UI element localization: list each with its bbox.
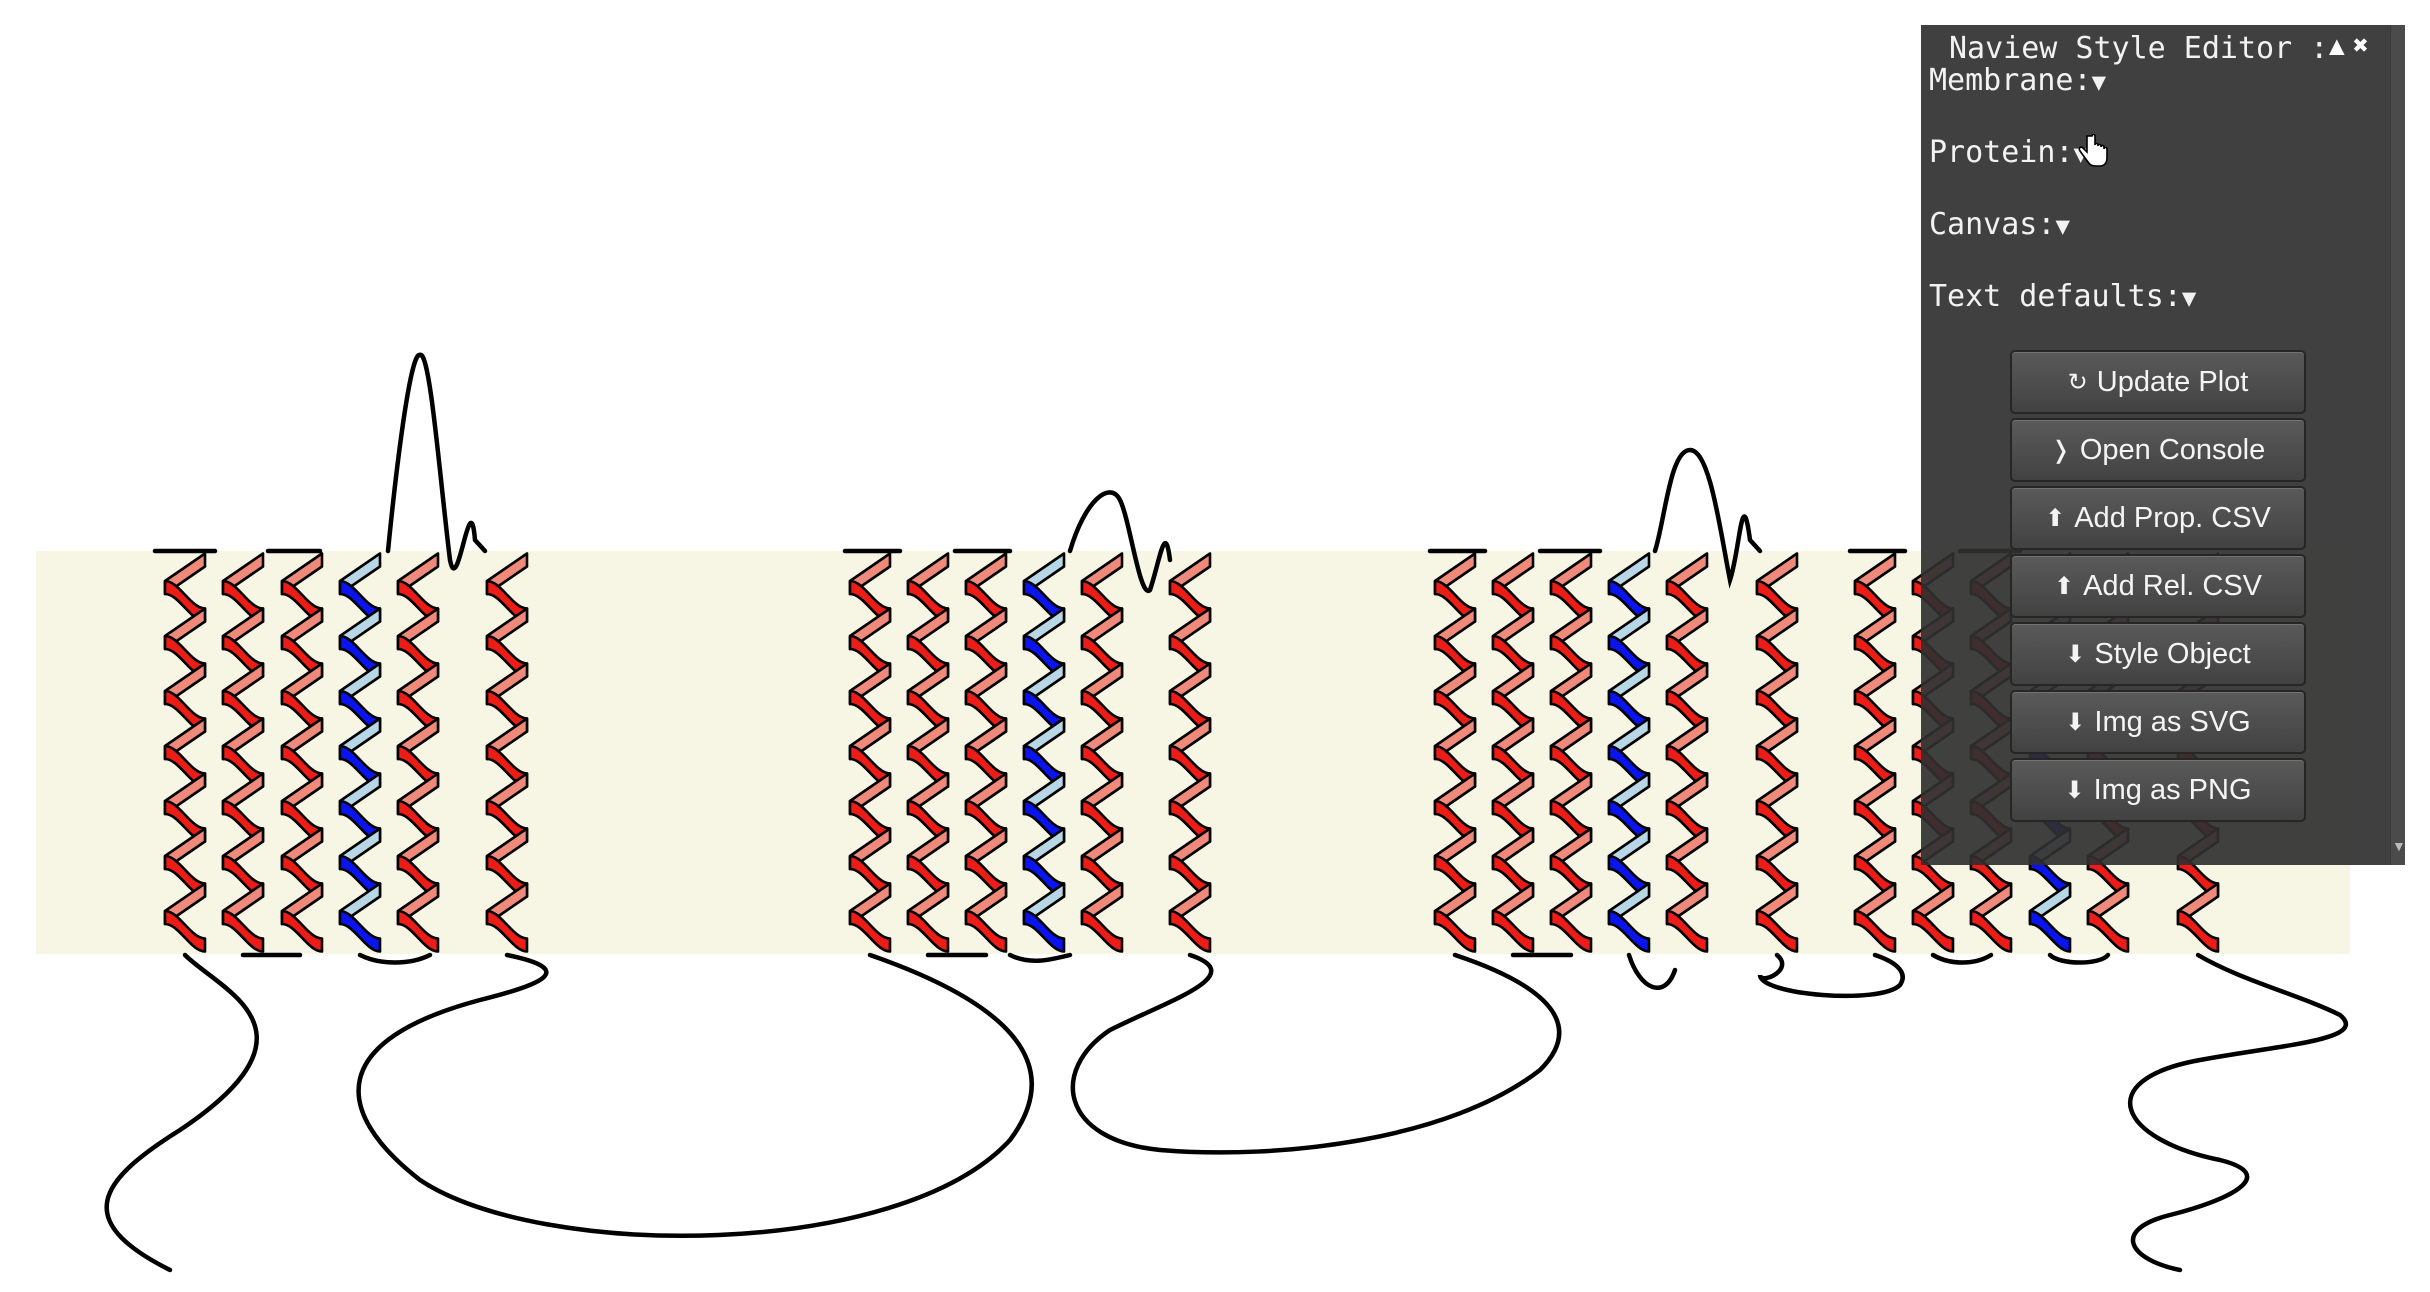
helix-segment-front: [1853, 909, 1897, 953]
loop-path: [1626, 952, 1678, 990]
style-object-button[interactable]: ⬇ Style Object: [2010, 622, 2306, 686]
close-icon[interactable]: ✖: [2353, 31, 2369, 61]
loop-path: [357, 952, 433, 965]
helix-segment-front: [2028, 909, 2072, 953]
helix-segment-front: [280, 909, 324, 953]
helix: [1433, 552, 1477, 953]
loop-path: [1067, 490, 1173, 593]
helices: [163, 552, 2220, 953]
helix-segment-front: [1665, 909, 1709, 953]
helix-segment-front: [221, 909, 265, 953]
helix: [338, 552, 382, 953]
panel-header[interactable]: Naview Style Editor : ▲ ✖: [1921, 25, 2379, 66]
section-canvas[interactable]: Canvas:▼: [1929, 207, 2070, 242]
chevron-down-icon: ▼: [2055, 212, 2070, 240]
helix: [1168, 552, 1212, 953]
helix-segment-front: [2086, 909, 2130, 953]
update-plot-button[interactable]: ↻ Update Plot: [2010, 350, 2306, 414]
loops: [104, 352, 2349, 1273]
loop-path: [356, 952, 1034, 1238]
helix: [163, 552, 207, 953]
button-label: Update Plot: [2096, 365, 2249, 398]
helix-segment-front: [1969, 909, 2013, 953]
helix: [1022, 552, 1066, 953]
download-icon: ⬇: [2065, 708, 2086, 736]
section-text-defaults[interactable]: Text defaults:▼: [1929, 279, 2196, 314]
button-label: Add Prop. CSV: [2074, 501, 2271, 534]
helix-segment-front: [1022, 909, 1066, 953]
loop-path: [2047, 952, 2111, 965]
section-protein[interactable]: Protein:▼: [1929, 135, 2088, 170]
loop-path: [1652, 447, 1763, 589]
section-label: Canvas:: [1929, 207, 2056, 242]
helix-segment-front: [848, 909, 892, 953]
panel-title: Naview Style Editor :: [1949, 31, 2329, 66]
helix: [1853, 552, 1897, 953]
panel-scrollbar[interactable]: [2390, 25, 2405, 865]
add-rel-csv-button[interactable]: ⬆ Add Rel. CSV: [2010, 554, 2306, 618]
helix-segment-front: [1433, 909, 1477, 953]
helix: [848, 552, 892, 953]
helix-segment-front: [396, 909, 440, 953]
chevron-down-icon: ▼: [2073, 140, 2088, 168]
upload-icon: ⬆: [2045, 504, 2066, 532]
refresh-icon: ↻: [2067, 368, 2088, 396]
helix-segment-front: [1080, 909, 1124, 953]
img-as-svg-button[interactable]: ⬇ Img as SVG: [2010, 690, 2306, 754]
open-console-button[interactable]: ❭ Open Console: [2010, 418, 2306, 482]
section-label: Membrane:: [1929, 63, 2092, 98]
button-label: Style Object: [2094, 637, 2251, 670]
upload-icon: ⬆: [2053, 572, 2075, 600]
button-label: Img as PNG: [2093, 773, 2252, 806]
download-icon: ⬇: [2065, 640, 2086, 668]
button-label: Add Rel. CSV: [2083, 569, 2263, 602]
loop-path: [385, 352, 488, 571]
helix: [1549, 552, 1593, 953]
add-prop-csv-button[interactable]: ⬆ Add Prop. CSV: [2010, 486, 2306, 550]
helix: [1080, 552, 1124, 953]
helix-segment-front: [1549, 909, 1593, 953]
helix-segment-front: [906, 909, 950, 953]
chevron-down-icon: ▼: [2091, 68, 2107, 96]
helix: [221, 552, 265, 953]
helix-segment-front: [338, 909, 382, 953]
console-chevron-icon: ❭: [2050, 436, 2071, 464]
helix-segment-front: [964, 909, 1008, 953]
helix: [396, 552, 440, 953]
collapse-icon[interactable]: ▲: [2329, 31, 2345, 61]
helix-segment-front: [1607, 909, 1651, 953]
helix: [1665, 552, 1709, 953]
helix: [1755, 552, 1799, 953]
helix-segment-front: [163, 909, 207, 953]
helix-segment-front: [1491, 909, 1535, 953]
helix-segment-front: [1168, 909, 1212, 953]
hand-pointer-icon: [2078, 134, 2108, 167]
img-as-png-button[interactable]: ⬇ Img as PNG: [2010, 758, 2306, 822]
helix-segment-front: [1911, 909, 1955, 953]
helix: [1607, 552, 1651, 953]
helix-segment-front: [485, 909, 529, 953]
section-membrane[interactable]: Membrane:▼: [1929, 63, 2106, 98]
loop-path: [1757, 952, 1905, 999]
helix-segment-front: [1755, 909, 1799, 953]
helix: [1491, 552, 1535, 953]
section-label: Text defaults:: [1929, 279, 2182, 314]
helix-segment-front: [2176, 909, 2220, 953]
loop-path: [1930, 952, 1994, 965]
loop-path: [104, 952, 259, 1273]
helix: [280, 552, 324, 953]
helix: [964, 552, 1008, 953]
scroll-down-arrow-icon[interactable]: ▼: [2392, 838, 2406, 854]
loop-path: [1007, 952, 1073, 963]
button-label: Img as SVG: [2094, 705, 2251, 738]
loop-path: [1070, 952, 1562, 1155]
section-label: Protein:: [1929, 135, 2074, 170]
download-icon: ⬇: [2064, 776, 2085, 804]
button-label: Open Console: [2079, 433, 2266, 466]
loop-path: [2128, 952, 2349, 1273]
helix: [485, 552, 529, 953]
helix: [906, 552, 950, 953]
chevron-down-icon: ▼: [2181, 284, 2197, 312]
